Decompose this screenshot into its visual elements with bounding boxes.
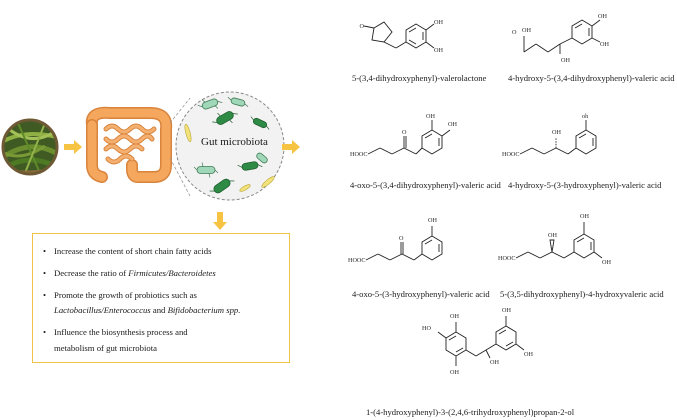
atom-label: OH: [598, 13, 607, 20]
atom-label: O: [399, 235, 404, 242]
effect-item-ratio: •Decrease the ratio of Firmicutes/Bacter…: [43, 268, 216, 278]
effect-item-biosynthesis: •Influence the biosynthesis process and: [43, 327, 188, 337]
effect-ratio-taxa: Firmicutes/Bacteroidetes: [128, 268, 216, 278]
intestine-icon: [85, 106, 173, 183]
compound-4-label: 4-hydroxy-5-(3-hydroxyphenyl)-valeric ac…: [508, 180, 662, 190]
compound-3-label: 4-oxo-5-(3,4-dihydroxyphenyl)-valeric ac…: [350, 180, 501, 190]
atom-label: OH: [561, 57, 570, 64]
compound-5-label: 4-oxo-5-(3-hydroxyphenyl)-valeric acid: [352, 289, 490, 299]
atom-label: OH: [552, 129, 561, 136]
arrow-to-effects: [213, 212, 227, 230]
compound-7-label: 1-(4-hydroxyphenyl)-3-(2,4,6-trihydroxyp…: [366, 407, 575, 417]
atom-label: OH: [434, 47, 443, 54]
tea-leaves-photo: [0, 118, 64, 176]
atom-label: OH: [522, 27, 531, 34]
atom-label: O: [512, 29, 517, 36]
atom-label: OH: [450, 313, 459, 320]
taxa-bifidobacterium: Bifidobacterium spp.: [167, 305, 241, 315]
effect-biosynthesis-text-2: metabolism of gut microbiota: [54, 343, 158, 353]
tea-leaves-icon: [1, 118, 59, 176]
arrow-to-intestine: [64, 140, 82, 154]
compound-6-label: 5-(3,5-dihydroxyphenyl)-4-hydroxyvaleric…: [500, 289, 664, 299]
taxa-and: and: [150, 305, 168, 315]
effect-ratio-text: Decrease the ratio of: [54, 268, 129, 278]
effects-box: •Increase the content of short chain fat…: [32, 233, 290, 363]
structure-hydroxy-dihydroxyphenyl-valeric: O OH OH OH OH: [512, 13, 609, 64]
effect-item-probiotics: •Promote the growth of probiotics such a…: [43, 290, 197, 300]
effect-probiotics-taxa: Lactobacillus/Enterococcus and Bifidobac…: [54, 305, 240, 315]
effect-scfa-text: Increase the content of short chain fatt…: [54, 246, 212, 256]
structure-dihydroxyphenyl-hydroxyvaleric: HOOC OH OH OH: [498, 213, 611, 266]
atom-label: OH: [548, 232, 557, 239]
bacteria-group: [184, 96, 275, 194]
intestine-illustration: [80, 105, 176, 185]
compound-1-label: 5-(3,4-dihydroxyphenyl)-valerolactone: [352, 73, 487, 83]
compound-2-label: 4-hydroxy-5-(3,4-dihydroxyphenyl)-valeri…: [508, 73, 675, 83]
atom-label: OH: [602, 259, 611, 266]
atom-label: OH: [490, 359, 499, 366]
atom-label: HOOC: [348, 257, 366, 264]
atom-label: OH: [428, 217, 437, 224]
atom-label: O: [360, 23, 365, 30]
atom-label: OH: [448, 121, 457, 128]
taxa-lactobacillus: Lactobacillus/Enterococcus: [54, 305, 151, 315]
atom-label: HOOC: [502, 151, 520, 158]
microbiota-title: Gut microbiota: [201, 136, 268, 148]
effect-item-scfa: •Increase the content of short chain fat…: [43, 246, 212, 256]
effect-probiotics-text: Promote the growth of probiotics such as: [54, 290, 197, 300]
atom-label: OH: [524, 351, 533, 358]
atom-label: OH: [502, 307, 511, 314]
structure-hydroxy-hydroxyphenyl-valeric: HOOC OH oh: [502, 113, 597, 158]
atom-label: O: [402, 129, 407, 136]
structure-oxo-hydroxyphenyl-valeric: HOOC O OH: [348, 217, 443, 264]
atom-label: HOOC: [498, 255, 516, 262]
atom-label: OH: [600, 41, 609, 48]
atom-label: OH: [450, 369, 459, 376]
effect-biosynthesis-text: Influence the biosynthesis process and: [54, 327, 188, 337]
atom-label: OH: [434, 19, 443, 26]
atom-label: HOOC: [350, 151, 368, 158]
structure-oxo-dihydroxyphenyl-valeric: HOOC O OH OH: [350, 113, 457, 158]
atom-label: HO: [422, 325, 431, 332]
arrow-to-compounds: [282, 140, 300, 154]
atom-label: oh: [582, 113, 589, 120]
atom-label: OH: [580, 213, 589, 220]
structure-valerolactone: O O OH OH: [360, 19, 444, 54]
atom-label: OH: [426, 113, 435, 120]
structure-propan-2-ol: HO OH OH OH OH OH: [422, 307, 533, 376]
